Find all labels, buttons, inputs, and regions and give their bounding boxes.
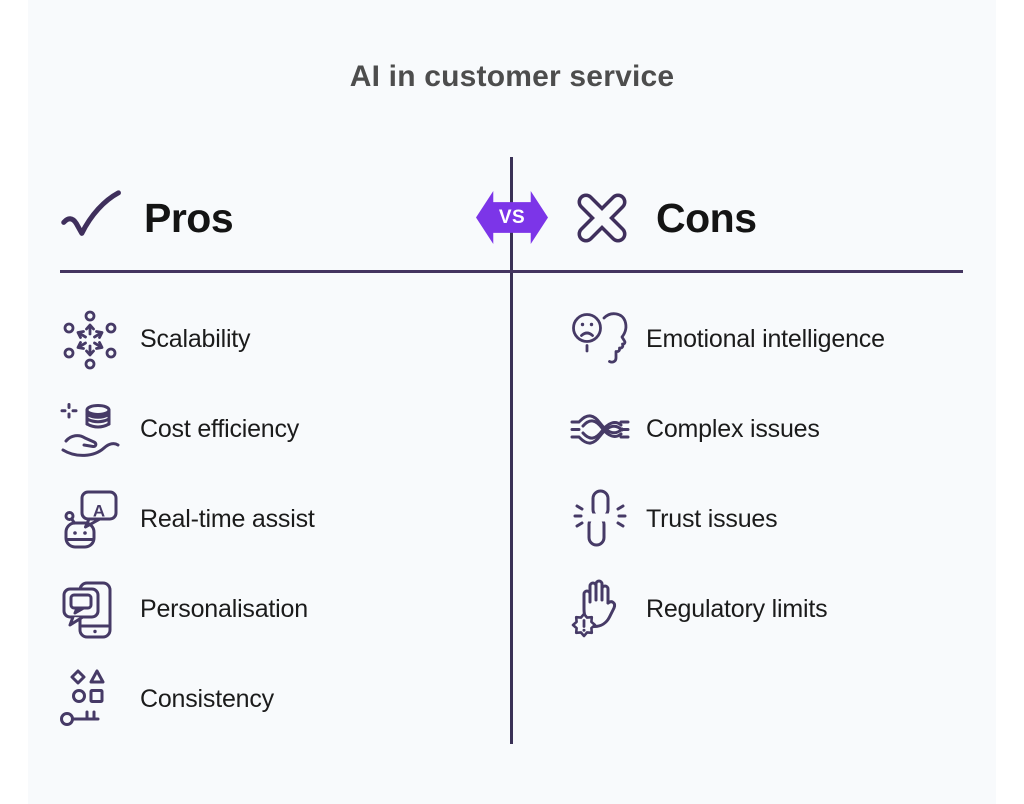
list-item-label: Personalisation [140,594,308,623]
list-item: Personalisation [54,576,308,642]
pros-heading-label: Pros [144,194,234,241]
list-item: Complex issues [568,396,820,462]
emotional-intelligence-icon [568,307,632,371]
list-item: Emotional intelligence [568,306,885,372]
list-item: Scalability [54,306,251,372]
list-item: Regulatory limits [568,576,828,642]
list-item: A Real-time assist [54,486,315,552]
list-item-label: Emotional intelligence [646,324,885,353]
consistency-icon [54,667,126,731]
regulatory-limits-icon [568,577,632,641]
list-item: Cost efficiency [54,396,299,462]
cons-heading: Cons [566,183,757,253]
cons-heading-label: Cons [656,194,757,241]
svg-text:A: A [93,501,105,520]
list-item-label: Cost efficiency [140,414,300,443]
list-item-label: Real-time assist [140,504,315,533]
trust-issues-icon [568,487,632,551]
scalability-icon [54,307,126,371]
pros-heading: Pros [54,183,234,253]
list-item-label: Trust issues [646,504,778,533]
list-item-label: Consistency [140,684,274,713]
personalisation-icon [54,577,126,641]
check-icon [54,186,126,250]
vs-badge-label: VS [498,206,526,228]
x-icon [566,186,638,250]
cost-efficiency-icon [54,397,126,461]
realtime-assist-icon: A [54,487,126,551]
list-item: Consistency [54,666,274,732]
list-item-label: Scalability [140,324,251,353]
list-item-label: Complex issues [646,414,820,443]
complex-issues-icon [568,397,632,461]
vertical-divider [510,157,513,744]
horizontal-divider [60,270,963,273]
list-item: Trust issues [568,486,778,552]
list-item-label: Regulatory limits [646,594,828,623]
page-title: AI in customer service [349,60,675,93]
